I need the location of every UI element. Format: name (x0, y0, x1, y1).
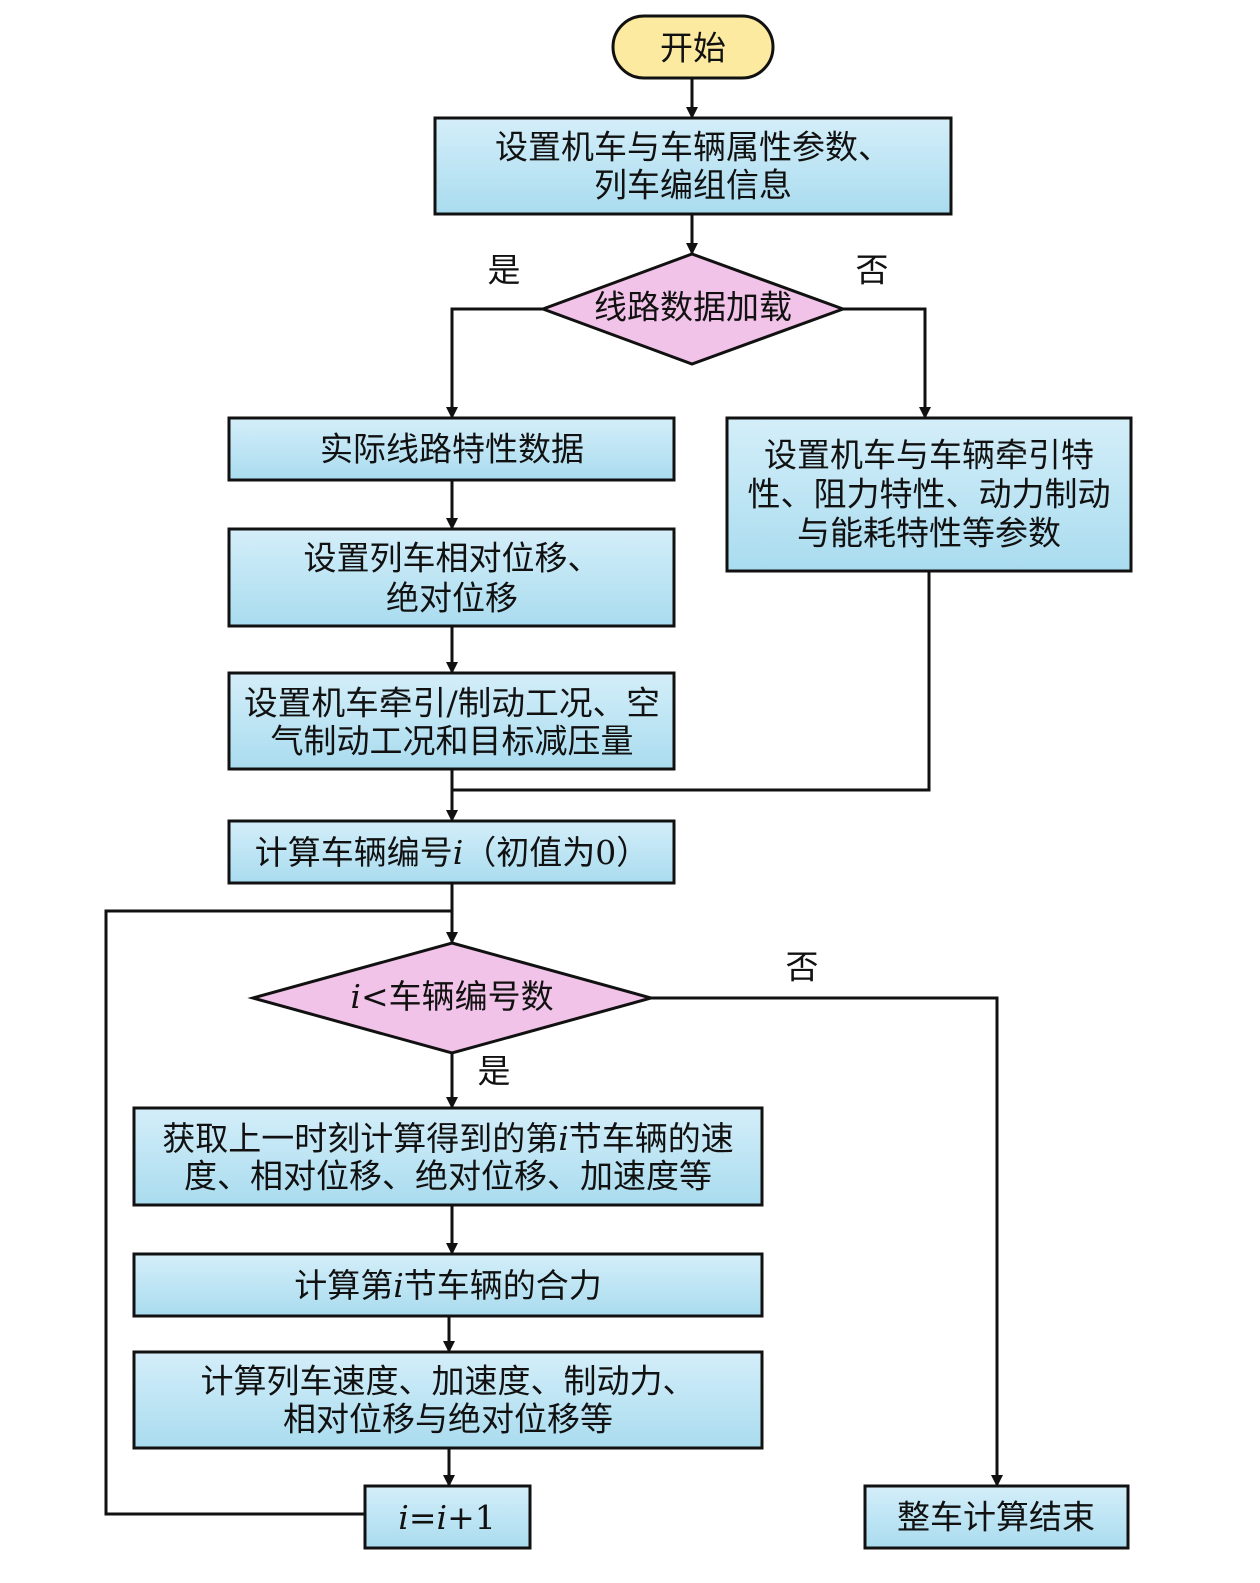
increment-box: i=i+1 (363, 1484, 532, 1550)
set-displacement-line2: 绝对位移 (386, 579, 518, 618)
get-previous-line1-var: i (558, 1119, 569, 1158)
calc-index-box: 计算车辆编号i（初值为0） (227, 819, 676, 885)
get-previous-box: 获取上一时刻计算得到的第i节车辆的速 度、相对位移、绝对位移、加速度等 (132, 1106, 764, 1207)
edge-route-yes (446, 307, 543, 419)
calc-force-suffix: 节车辆的合力 (404, 1266, 602, 1305)
route-decision-label: 线路数据加载 (594, 288, 792, 327)
get-previous-line1: 获取上一时刻计算得到的第i节车辆的速 (162, 1119, 734, 1158)
start-label: 开始 (660, 29, 726, 68)
set-conditions-line1: 设置机车牵引/制动工况、空 (244, 684, 660, 723)
calc-speed-line2: 相对位移与绝对位移等 (283, 1400, 613, 1439)
actual-route-box: 实际线路特性数据 (227, 416, 676, 482)
get-previous-line1-suffix: 节车辆的速 (569, 1119, 734, 1158)
set-conditions-line2: 气制动工况和目标减压量 (271, 722, 634, 761)
increment-rest: +1 (447, 1498, 496, 1537)
get-previous-line2: 度、相对位移、绝对位移、加速度等 (184, 1157, 712, 1196)
calc-force-label: 计算第i节车辆的合力 (294, 1266, 602, 1305)
calc-force-box: 计算第i节车辆的合力 (132, 1252, 764, 1318)
edge-route-no (843, 307, 931, 419)
loop-yes-label: 是 (478, 1052, 511, 1091)
calc-index-prefix: 计算车辆编号 (255, 833, 453, 872)
increment-var2: i (437, 1498, 448, 1537)
set-attributes-line2: 列车编组信息 (594, 166, 792, 205)
set-traction-line3: 与能耗特性等参数 (797, 514, 1061, 553)
end-box: 整车计算结束 (863, 1484, 1130, 1550)
route-no-label: 否 (856, 251, 889, 290)
edge-traction-merge (452, 571, 931, 792)
set-traction-line1: 设置机车与车辆牵引特 (764, 436, 1094, 475)
start-node: 开始 (611, 14, 775, 80)
set-attributes-box: 设置机车与车辆属性参数、 列车编组信息 (433, 116, 953, 216)
set-conditions-box: 设置机车牵引/制动工况、空 气制动工况和目标减压量 (227, 671, 676, 771)
actual-route-label: 实际线路特性数据 (320, 430, 584, 469)
increment-eq: = (409, 1498, 437, 1537)
calc-speed-box: 计算列车速度、加速度、制动力、 相对位移与绝对位移等 (132, 1350, 764, 1450)
increment-var1: i (398, 1498, 409, 1537)
end-label: 整车计算结束 (897, 1498, 1095, 1537)
calc-force-var: i (393, 1266, 404, 1305)
get-previous-line1-prefix: 获取上一时刻计算得到的第 (162, 1119, 558, 1158)
route-decision: 线路数据加载 (538, 252, 848, 366)
increment-label: i=i+1 (398, 1498, 495, 1537)
route-yes-label: 是 (488, 251, 521, 290)
set-traction-line2: 性、阻力特性、动力制动 (748, 475, 1111, 514)
edge-loop-back (104, 909, 452, 1516)
edge-loop-no (651, 996, 1003, 1487)
set-traction-box: 设置机车与车辆牵引特 性、阻力特性、动力制动 与能耗特性等参数 (725, 416, 1133, 573)
calc-index-label: 计算车辆编号i（初值为0） (255, 833, 650, 872)
calc-index-var: i (453, 833, 464, 872)
set-displacement-box: 设置列车相对位移、 绝对位移 (227, 527, 676, 628)
set-attributes-line1: 设置机车与车辆属性参数、 (495, 128, 891, 167)
calc-speed-line1: 计算列车速度、加速度、制动力、 (201, 1362, 696, 1401)
loop-decision: i<车辆编号数 (247, 941, 657, 1055)
calc-force-prefix: 计算第 (294, 1266, 393, 1305)
loop-decision-var: i (350, 977, 361, 1016)
loop-decision-label: i<车辆编号数 (350, 977, 553, 1016)
calc-index-suffix: （初值为0） (463, 833, 649, 872)
set-displacement-line1: 设置列车相对位移、 (304, 539, 601, 578)
loop-decision-text: <车辆编号数 (361, 977, 554, 1016)
loop-no-label: 否 (786, 948, 819, 987)
